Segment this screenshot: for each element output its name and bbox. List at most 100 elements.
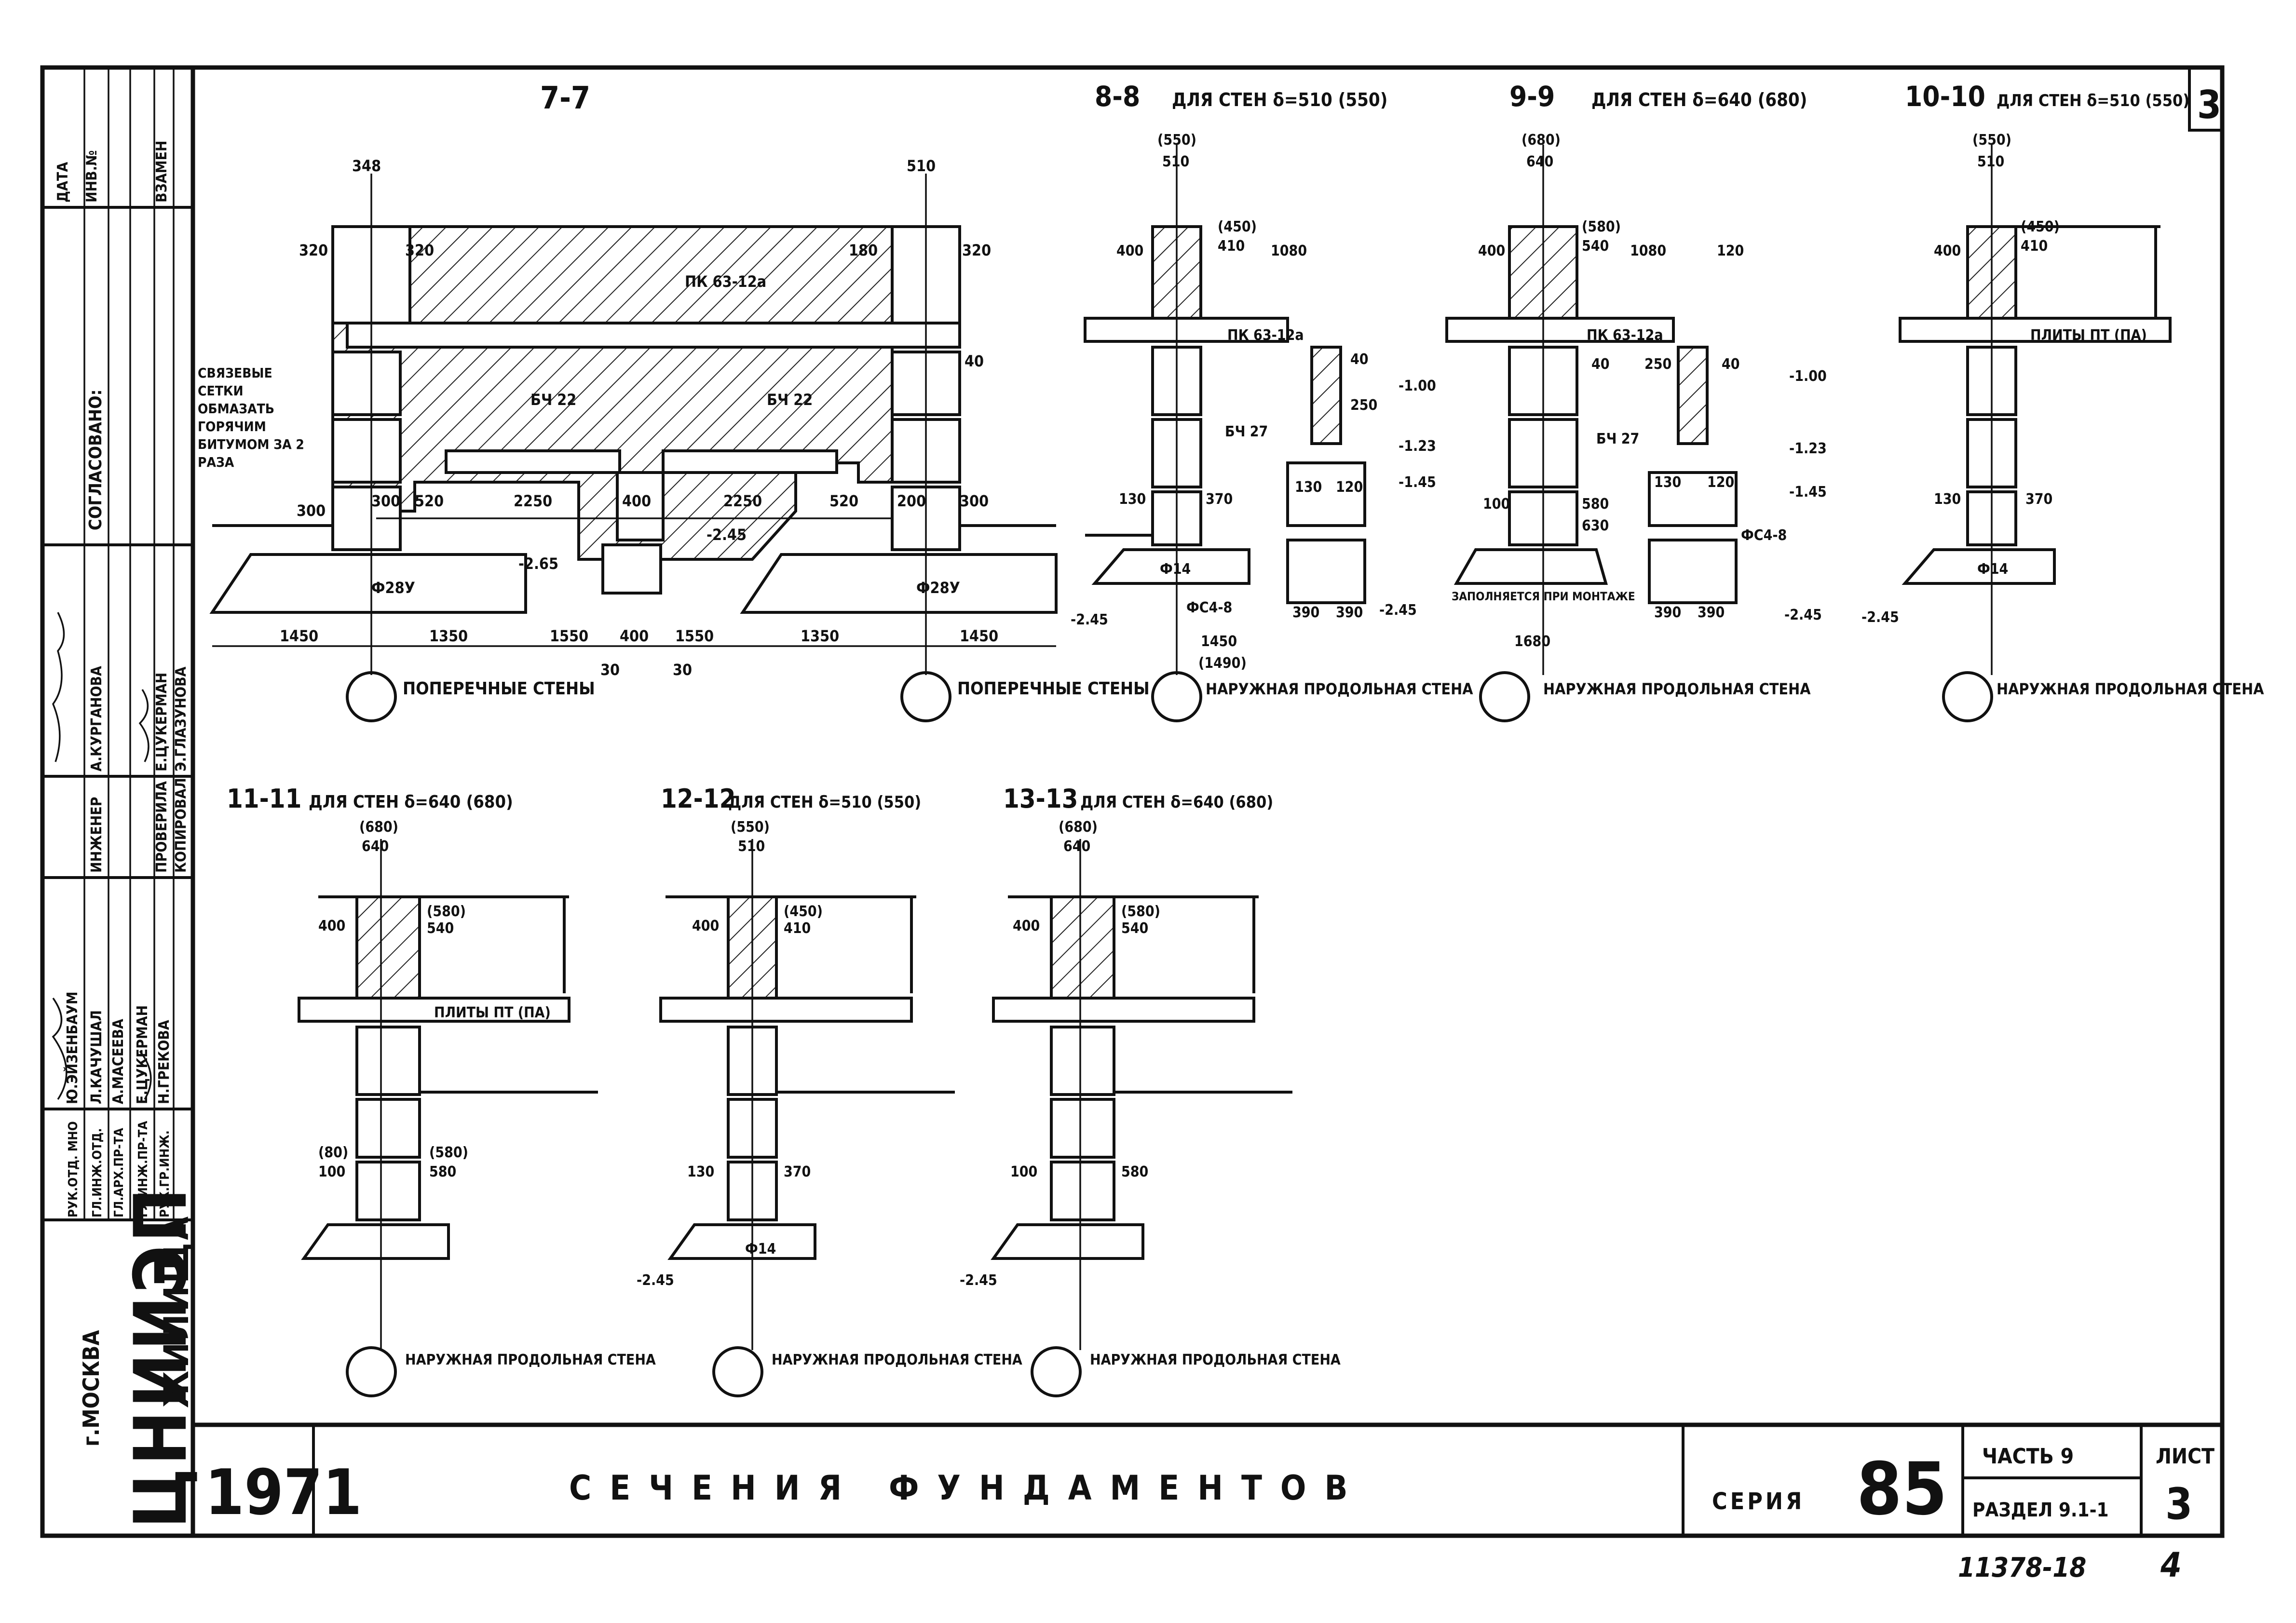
s7-dim-top-1: 348 (352, 157, 381, 175)
section-label: РАЗДЕЛ 9.1-1 (1972, 1499, 2109, 1521)
s11-dim-3: 400 (318, 918, 345, 934)
s9-level-2: -1.23 (1789, 440, 1827, 457)
title-block: 1971 СЕЧЕНИЯ ФУНДАМЕНТОВ СЕРИЯ 85 ЧАСТЬ … (205, 82, 2221, 1585)
s11-title: 11-11 (227, 784, 301, 814)
s9-dim-8: 40 (1591, 356, 1610, 373)
drawing-title: СЕЧЕНИЯ ФУНДАМЕНТОВ (569, 1468, 1366, 1508)
s10-subtitle: ДЛЯ СТЕН δ=510 (550) (1997, 91, 2189, 110)
s9-dim-17: 390 (1698, 604, 1725, 621)
s8-label-fs: ФС4-8 (1186, 599, 1232, 616)
s12-dim-3: 400 (692, 918, 719, 934)
strip-signer-3: Э.ГЛАЗУНОВА (173, 666, 190, 771)
s9-dim-7: 120 (1717, 243, 1744, 259)
org-block: г.МОСКВА ЦНИИЭП ЖИЛИЩА (78, 1185, 203, 1528)
s8-level-1: -1.00 (1399, 378, 1436, 394)
s13-axis-bubble (1031, 1346, 1082, 1397)
s8-dim-9: 130 (1119, 491, 1146, 508)
s9-label-fs: ФС4-8 (1741, 527, 1787, 544)
doc-number: 11378-18 (1958, 1552, 2086, 1583)
s7-dim-bot-3: 1550 (550, 627, 588, 645)
s8-dim-14: 390 (1336, 604, 1363, 621)
s9-dim-18: 1680 (1514, 633, 1550, 650)
s7-dim-bot-9: 30 (673, 661, 692, 679)
s10-dim-3: (450) (2021, 218, 2060, 235)
s7-dim-mid-8: 200 (897, 492, 926, 510)
s12-slab (659, 997, 913, 1023)
s7-dim-mid-3: 520 (415, 492, 444, 510)
s13-block-1 (1050, 1026, 1115, 1096)
s7-dim-bot-4: 400 (620, 627, 649, 645)
s8-label-bch: БЧ 27 (1225, 423, 1268, 440)
s12-title: 12-12 (661, 784, 735, 814)
s8-dim-4: 410 (1218, 238, 1245, 255)
left-strip-grid (42, 68, 193, 1221)
s7-label-footing-2: Ф28У (916, 579, 960, 597)
s7-dim-mid-9: 300 (960, 492, 989, 510)
s11-block-3 (355, 1161, 421, 1221)
s9-dim-4: 540 (1582, 238, 1609, 255)
s9-dim-13: 100 (1483, 496, 1510, 513)
s12-dim-2: 510 (738, 838, 765, 855)
s12-footing (667, 1223, 816, 1260)
s7-dim-bot-2: 1350 (429, 627, 468, 645)
section-7-7: 7-7 348 320 320 510 180 320 (198, 81, 1150, 722)
s7-dim-top-4: 510 (907, 157, 936, 175)
s7-label-bch-2: БЧ 22 (767, 391, 813, 409)
s9-note: ЗАПОЛНЯЕТСЯ ПРИ МОНТАЖЕ (1452, 590, 1635, 603)
strip-date: ДАТА (54, 162, 71, 203)
s12-dim-5: 410 (784, 920, 811, 937)
s8-dim-15: 1450 (1201, 633, 1237, 650)
strip-role-3: КОПИРОВАЛ (173, 778, 190, 873)
s8-dim-6: 1080 (1271, 243, 1307, 259)
s12-dim-4: (450) (784, 903, 823, 920)
s13-dim-5: 540 (1121, 920, 1148, 937)
s10-footing (1902, 548, 2056, 585)
signature-1 (52, 612, 65, 762)
s7-axis-bubble-left (346, 671, 397, 722)
s10-dim-7: 370 (2025, 491, 2052, 508)
section-13-13: 13-13 ДЛЯ СТЕН δ=640 (680) (680) 640 400… (960, 784, 1341, 1397)
s9-title: 9-9 (1509, 80, 1555, 113)
s8-subtitle: ДЛЯ СТЕН δ=510 (550) (1172, 89, 1387, 110)
strip-name-2: Л.КАЧУШАЛ (88, 1010, 105, 1104)
s7-footing-right (740, 553, 1058, 614)
s8-caption: НАРУЖНАЯ ПРОДОЛЬНАЯ СТЕНА (1206, 680, 1473, 698)
s9-inner-wall (1677, 346, 1709, 445)
signature-3 (52, 997, 68, 1100)
org-subtitle: ЖИЛИЩА (157, 1214, 196, 1408)
series-label: СЕРИЯ (1712, 1488, 1805, 1515)
s8-label-footing: Ф14 (1160, 561, 1191, 578)
s7-axis-bubble-right (900, 671, 951, 722)
s8-dim-5: 400 (1116, 243, 1143, 259)
s8-dim-11: 120 (1336, 479, 1363, 496)
s9-footing (1454, 548, 1608, 585)
part-label: ЧАСТЬ 9 (1982, 1444, 2074, 1469)
s10-dim-1: (550) (1972, 132, 2011, 149)
s7-caption-1: ПОПЕРЕЧНЫЕ СТЕНЫ (403, 679, 595, 699)
s13-level: -2.45 (960, 1272, 997, 1289)
s7-label-panel: ПК 63-12а (685, 272, 766, 291)
s11-slab (298, 997, 571, 1023)
section-9-9: 9-9 ДЛЯ СТЕН δ=640 (680) (680) 640 (580)… (1445, 80, 1899, 722)
s7-pier (616, 471, 665, 541)
s7-dim-bot-8: 30 (600, 661, 620, 679)
s8-level-5: -2.45 (1379, 602, 1417, 619)
s11-dim-9: 580 (429, 1163, 456, 1180)
s9-dim-12: 120 (1707, 474, 1734, 491)
s7-dim-mid-4: 2250 (514, 492, 552, 510)
strip-role-2: ПРОВЕРИЛА (153, 781, 170, 873)
section-11-11: 11-11 ДЛЯ СТЕН δ=640 (680) (680) 640 400… (227, 784, 656, 1397)
s13-dim-7: 580 (1121, 1163, 1148, 1180)
strip-rrole-5: РУК.ГР.ИНЖ. (158, 1130, 172, 1217)
s13-dim-6: 100 (1010, 1163, 1037, 1180)
s9-label-panel: ПК 63-12а (1587, 327, 1663, 344)
s11-caption: НАРУЖНАЯ ПРОДОЛЬНАЯ СТЕНА (405, 1352, 656, 1368)
s7-lintel-2 (662, 449, 838, 474)
s8-slab (1084, 317, 1289, 343)
s11-subtitle: ДЛЯ СТЕН δ=640 (680) (309, 792, 513, 812)
s8-dim-1: (550) (1157, 132, 1196, 149)
s7-dim-top-5: 180 (849, 241, 878, 259)
s8-level-2: -1.23 (1399, 438, 1436, 455)
s7-lintel-1 (445, 449, 621, 474)
s7-hatched-panel (331, 225, 894, 561)
